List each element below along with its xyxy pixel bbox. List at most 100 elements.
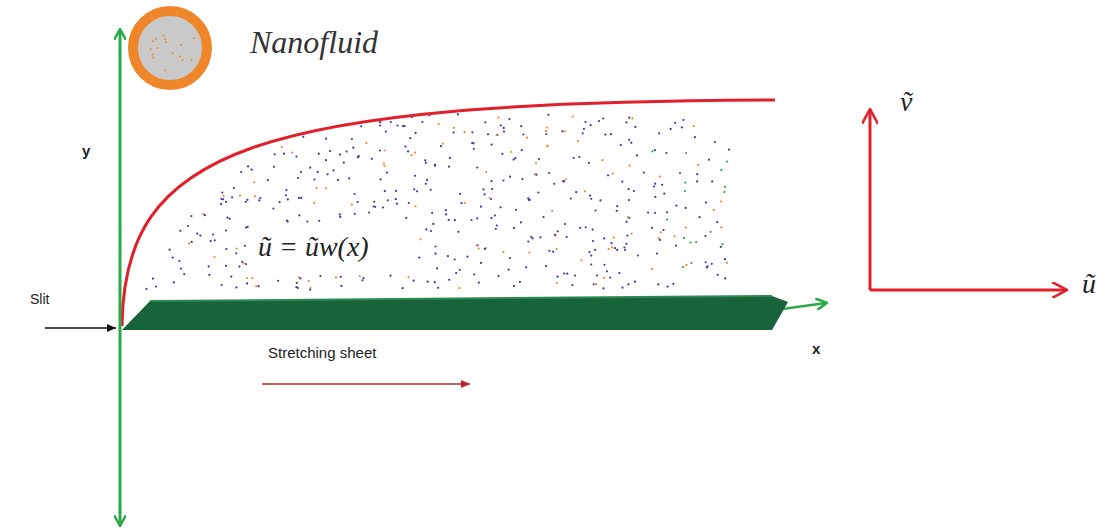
dot [599, 199, 601, 201]
dot [503, 131, 505, 133]
dot [548, 172, 550, 174]
dot [627, 216, 629, 218]
dot [571, 284, 573, 286]
dot [724, 186, 726, 188]
dot [309, 167, 311, 169]
velocity-label: ũ [1082, 268, 1096, 300]
dot [487, 133, 489, 135]
dot [300, 171, 302, 173]
dot [190, 215, 192, 217]
dot [659, 175, 661, 177]
dot [707, 265, 709, 267]
dot [628, 199, 630, 201]
dot [590, 263, 592, 265]
dot [695, 241, 697, 243]
dot [663, 193, 665, 195]
dot [208, 265, 210, 267]
dot [693, 125, 695, 127]
dot [656, 252, 658, 254]
dot [413, 280, 415, 282]
dot [327, 173, 329, 175]
dot [590, 198, 592, 200]
dot [235, 252, 237, 254]
dot [246, 282, 248, 284]
dot [480, 206, 482, 208]
dot [180, 44, 182, 46]
dot [454, 258, 456, 260]
dot [593, 283, 595, 285]
dot [476, 166, 478, 168]
dot [495, 228, 497, 230]
y-axis-down [119, 300, 122, 525]
dot [713, 209, 715, 211]
dot [614, 247, 616, 249]
dot [434, 281, 436, 283]
dot [459, 193, 461, 195]
dot [191, 59, 193, 61]
dot [592, 240, 594, 242]
dot [496, 134, 498, 136]
dot [390, 121, 392, 123]
dot [545, 265, 547, 267]
dot [150, 48, 152, 50]
dot [546, 145, 548, 147]
dot [411, 154, 413, 156]
dot [291, 152, 293, 154]
dot [457, 231, 459, 233]
dot [172, 52, 174, 54]
dot [233, 187, 235, 189]
dot [258, 199, 260, 201]
dot [384, 149, 386, 151]
dot [325, 138, 327, 140]
dot [710, 231, 712, 233]
dot [555, 235, 557, 237]
dot [386, 172, 388, 174]
dot [440, 145, 442, 147]
dot [716, 221, 718, 223]
dot [564, 130, 566, 132]
dot [485, 171, 487, 173]
dot [594, 209, 596, 211]
dot [395, 190, 397, 192]
dot [460, 202, 462, 204]
dot [547, 114, 549, 116]
dot [629, 165, 631, 167]
dot [340, 285, 342, 287]
dot [382, 206, 384, 208]
dot [699, 216, 701, 218]
dot [665, 152, 667, 154]
dot [674, 235, 676, 237]
dot [395, 198, 397, 200]
dot [672, 283, 674, 285]
dot [179, 56, 181, 58]
dot [603, 277, 605, 279]
dot [295, 286, 297, 288]
dot [313, 178, 315, 180]
dot [285, 194, 287, 196]
dot [295, 156, 297, 158]
dot [598, 120, 600, 122]
dot [628, 139, 630, 141]
dot [325, 159, 327, 161]
dot [570, 198, 572, 200]
dot [430, 189, 432, 191]
dot [722, 243, 724, 245]
dot [245, 263, 247, 265]
dot [405, 217, 407, 219]
dot [697, 164, 699, 166]
dot [624, 249, 626, 251]
dot [225, 265, 227, 267]
dot [500, 124, 502, 126]
dot [658, 237, 660, 239]
dot [473, 148, 475, 150]
dot [563, 180, 565, 182]
dot [675, 205, 677, 207]
dot [220, 203, 222, 205]
dot [279, 201, 281, 203]
dot [361, 279, 363, 281]
dot [448, 219, 450, 221]
dot [236, 248, 238, 250]
dot [204, 214, 206, 216]
dot [726, 161, 728, 163]
dot [413, 188, 415, 190]
